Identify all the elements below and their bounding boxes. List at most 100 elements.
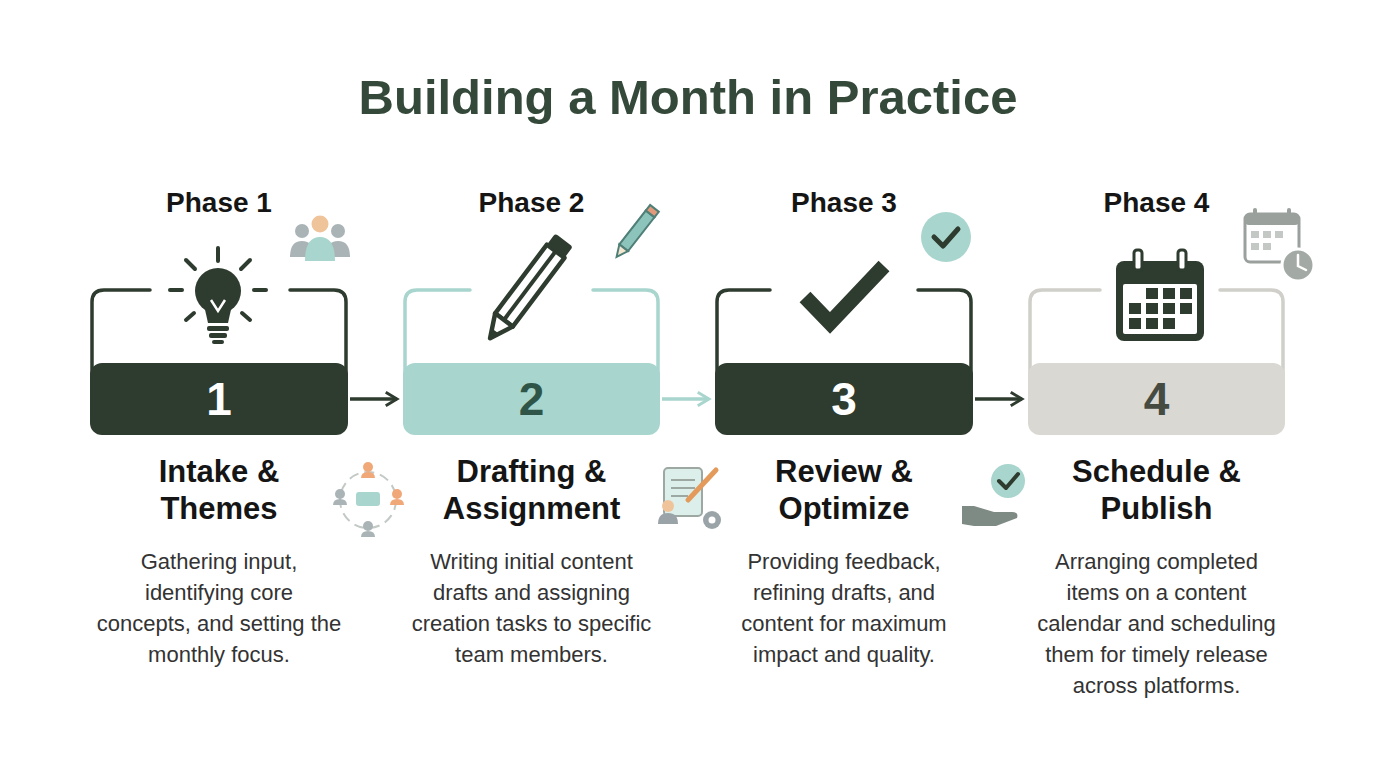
pencil-body <box>619 210 654 251</box>
step-heading: Schedule & Publish <box>1052 453 1262 527</box>
calendar-day <box>1163 288 1175 299</box>
clock-hands <box>1298 255 1306 270</box>
person-body <box>326 241 350 257</box>
clock-face <box>1282 249 1314 281</box>
calendar-clock-icon <box>1245 208 1314 281</box>
calendar-day <box>1275 231 1283 238</box>
bulb-base <box>212 340 224 344</box>
pencil-body <box>495 245 564 327</box>
small-pencil-icon <box>612 205 659 260</box>
light-ray <box>254 288 266 292</box>
person-body <box>390 499 404 505</box>
pencil-tip <box>612 244 628 260</box>
approval-hand-icon <box>962 464 1025 526</box>
person-head <box>662 500 674 512</box>
calendar-page <box>1123 284 1197 334</box>
gear-icon <box>703 511 721 529</box>
flow-arrow <box>975 397 1022 401</box>
calendar-day <box>1163 318 1175 329</box>
calendar-frame <box>1245 214 1299 262</box>
lightbulb-icon <box>170 248 266 320</box>
check-badge-icon <box>921 212 971 262</box>
step-number: 3 <box>831 376 857 422</box>
person-head <box>295 224 309 238</box>
lightbulb-bulb <box>195 268 241 344</box>
calendar-ring <box>1253 208 1257 218</box>
person-head <box>335 489 345 499</box>
phase-step: 3Phase 3Review & OptimizeProviding feedb… <box>715 180 973 710</box>
phase-label: Phase 2 <box>403 183 660 223</box>
calendar-day <box>1129 303 1141 314</box>
check-icon <box>805 266 884 323</box>
bulb-filament <box>211 300 225 311</box>
person-body <box>658 513 678 524</box>
calendar-day <box>1251 231 1259 238</box>
person-body <box>305 237 335 261</box>
step-heading: Intake & Themes <box>114 453 324 527</box>
calendar-ring <box>1134 250 1142 270</box>
collaboration-icon <box>333 462 404 537</box>
person-body <box>333 499 347 505</box>
step-description: Providing feedback, refining drafts, and… <box>722 546 966 670</box>
calendar-day <box>1263 231 1271 238</box>
pencil-tip <box>481 313 512 345</box>
document-sheet <box>664 468 702 516</box>
step-number: 2 <box>519 376 545 422</box>
calendar-day <box>1251 243 1259 250</box>
pencil-lead <box>486 328 499 341</box>
calendar-day <box>1146 303 1158 314</box>
document-line <box>671 487 695 489</box>
calendar-frame <box>1116 261 1204 341</box>
step-number: 4 <box>1144 376 1170 422</box>
approval-check <box>999 474 1018 488</box>
bulb-base <box>209 333 227 338</box>
gear-hole <box>709 517 716 524</box>
calendar-grid <box>1129 288 1192 329</box>
flow-arrow <box>350 397 397 401</box>
phase-band: 1 <box>90 363 348 435</box>
pencil-eraser <box>547 233 573 257</box>
phase-label: Phase 1 <box>90 183 348 223</box>
pencil-icon <box>481 233 573 344</box>
document-line <box>671 479 695 481</box>
light-ray <box>216 248 220 261</box>
bulb-base <box>207 326 229 331</box>
document-pencil <box>688 470 716 500</box>
person-head <box>331 224 345 238</box>
person-body <box>361 472 375 478</box>
phase-step: 1Phase 1Intake & ThemesGathering input, … <box>90 180 348 710</box>
calendar-day <box>1263 243 1271 250</box>
calendar-day <box>1146 318 1158 329</box>
calendar-icon <box>1116 250 1204 341</box>
light-ray <box>170 288 182 292</box>
team-icon <box>290 216 350 262</box>
calendar-day <box>1163 303 1175 314</box>
pencil-stripe <box>504 251 556 320</box>
person-head <box>363 462 373 472</box>
phase-band: 3 <box>715 363 973 435</box>
light-ray <box>242 313 250 320</box>
meeting-table <box>356 492 380 506</box>
person-head <box>312 216 329 233</box>
bulb-neck <box>204 305 232 323</box>
calendar-ring <box>1287 208 1291 218</box>
step-description: Writing initial content drafts and assig… <box>406 546 658 670</box>
calendar-grid <box>1251 231 1283 250</box>
calendar-day <box>1180 288 1192 299</box>
light-ray <box>186 260 195 269</box>
calendar-day <box>1146 288 1158 299</box>
calendar-day <box>1180 303 1192 314</box>
cycle-ring <box>340 472 396 528</box>
step-heading: Review & Optimize <box>739 453 949 527</box>
person-head <box>392 489 402 499</box>
step-heading: Drafting & Assignment <box>427 453 637 527</box>
person-body <box>290 241 314 257</box>
person-head <box>363 521 373 531</box>
step-number: 1 <box>206 376 232 422</box>
bulb-glass <box>195 268 241 314</box>
phase-band: 4 <box>1028 363 1285 435</box>
open-hand <box>962 506 1017 526</box>
light-ray <box>186 313 194 320</box>
person-body <box>361 531 375 537</box>
